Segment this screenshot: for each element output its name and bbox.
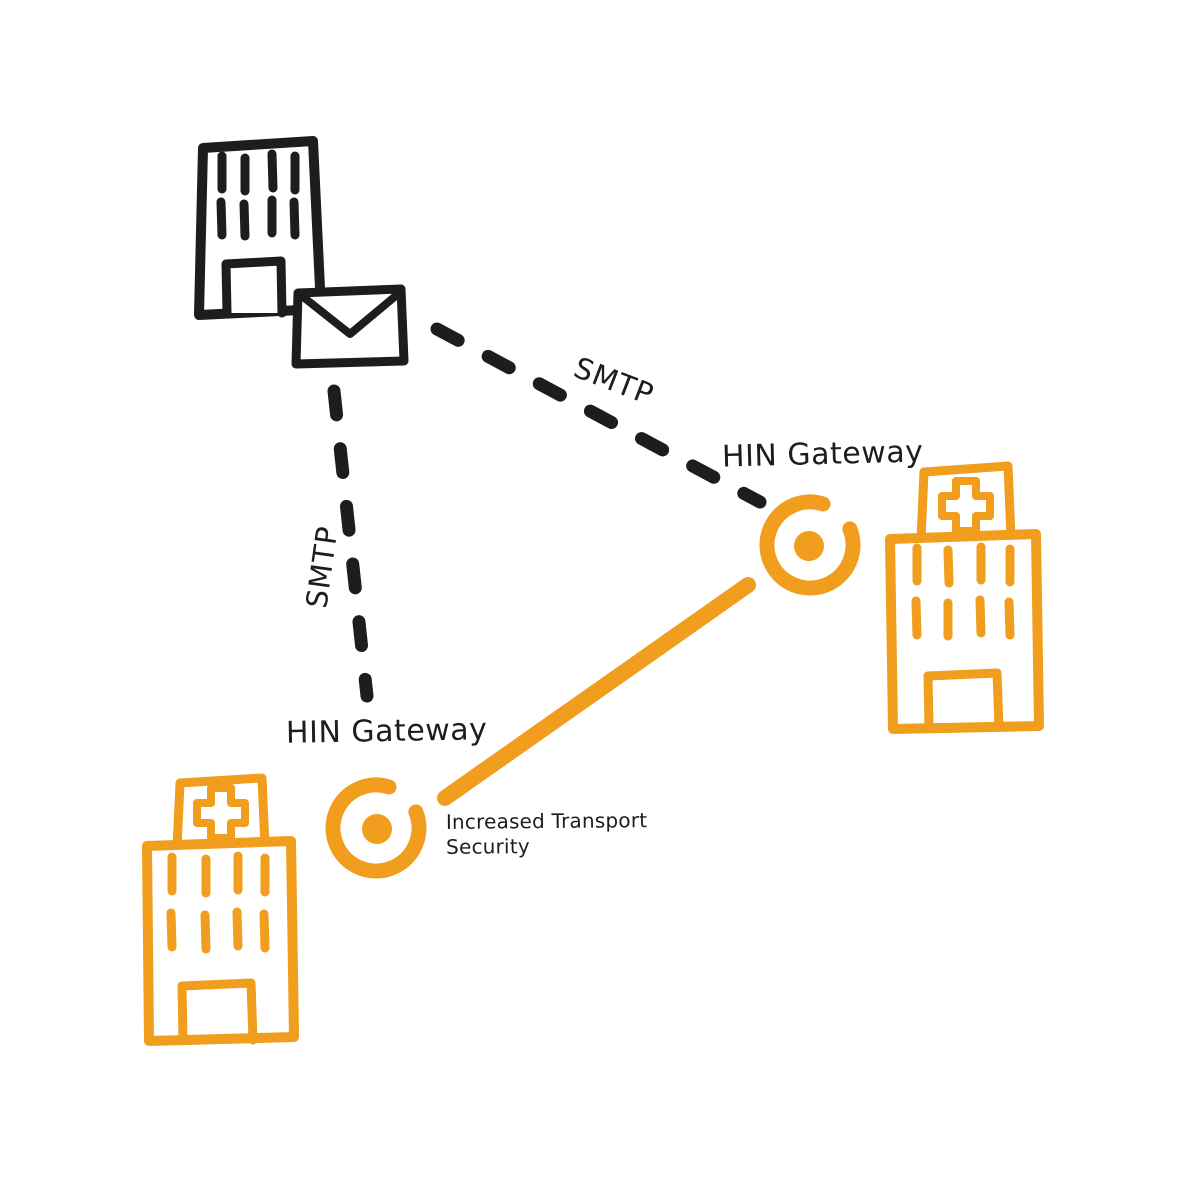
gateway-core-dot bbox=[794, 531, 824, 561]
hospital-windows bbox=[166, 851, 270, 954]
gateway-ring bbox=[759, 494, 861, 596]
smtp-edge-top bbox=[430, 322, 767, 509]
hospital-door bbox=[923, 668, 1004, 732]
gateway-core-dot bbox=[362, 814, 392, 844]
smtp-edge-left bbox=[327, 384, 374, 703]
secure-link-label-line1: Increased Transport bbox=[445, 808, 648, 834]
gateway-ring-icon-bottom bbox=[325, 777, 427, 879]
hospital-building-icon-left bbox=[142, 773, 299, 1046]
gateway-ring-icon-top bbox=[759, 494, 861, 596]
gateway-label-bottom-left: HIN Gateway bbox=[285, 712, 488, 751]
secure-link-edge bbox=[437, 577, 756, 806]
email-envelope-icon bbox=[291, 284, 409, 369]
hospital-door bbox=[177, 978, 258, 1045]
office-building-door bbox=[221, 256, 287, 318]
office-building-windows bbox=[216, 149, 300, 241]
medical-cross-icon bbox=[938, 477, 994, 535]
hospital-windows bbox=[911, 542, 1015, 641]
medical-cross-icon bbox=[193, 784, 249, 842]
envelope-flap bbox=[298, 290, 402, 338]
hospital-outline bbox=[885, 529, 1044, 734]
secure-link-label: Increased Transport Security bbox=[446, 808, 648, 860]
hospital-building-icon-right bbox=[885, 461, 1044, 734]
gateway-ring bbox=[325, 777, 427, 879]
secure-link-label-line2: Security bbox=[446, 834, 530, 859]
gateway-label-top-right: HIN Gateway bbox=[721, 434, 924, 475]
